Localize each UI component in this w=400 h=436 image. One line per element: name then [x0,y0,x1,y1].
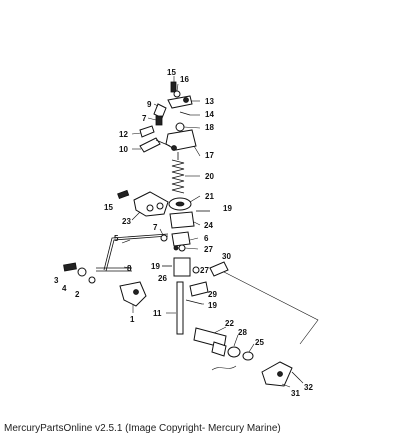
left-bracket-assembly [117,189,169,217]
callout-labels: 15 16 13 14 9 7 18 12 10 17 20 21 15 19 … [54,68,313,398]
bracket-23 [133,191,169,217]
callout-28: 28 [238,328,247,337]
callout-7-lower: 7 [153,223,158,232]
callout-8: 8 [127,264,132,273]
copyright-footer: MercuryPartsOnline v2.5.1 (Image Copyrig… [4,423,281,434]
screw-3 [63,262,77,272]
callout-15-left: 15 [104,203,113,212]
eye-29 [189,281,209,297]
spring-20 [171,159,185,194]
callout-19-lower: 19 [208,301,217,310]
callout-10: 10 [119,145,128,154]
callout-24: 24 [204,221,213,230]
callout-14: 14 [205,110,214,119]
lower-right-assembly [193,271,319,387]
nut-16 [173,90,181,98]
dashed-guide [223,271,319,345]
fitting-30 [209,261,229,277]
callout-19-upper: 19 [223,204,232,213]
block-26 [173,257,191,277]
callout-6: 6 [204,234,209,243]
lever-31 [261,361,293,387]
callout-21: 21 [205,192,214,201]
callout-5: 5 [114,234,119,243]
top-bracket-assembly [139,81,197,153]
pin-14 [179,111,191,116]
callout-15: 15 [167,68,176,77]
callout-25: 25 [255,338,264,347]
callout-11: 11 [153,309,162,318]
callout-23: 23 [122,217,131,226]
link-12 [139,125,155,138]
pin-19-lower [185,299,203,305]
callout-9: 9 [147,100,152,109]
callout-13: 13 [205,97,214,106]
block-24 [169,211,195,229]
bushing-6 [171,231,191,247]
spring-assembly [168,152,210,229]
callout-17: 17 [205,151,214,160]
callout-27-lower: 27 [200,266,209,275]
callout-4: 4 [62,284,67,293]
washer-27-upper [178,244,186,252]
washer-18 [175,122,185,132]
callout-19-middle: 19 [151,262,160,271]
rod-11 [176,281,184,335]
callout-20: 20 [205,172,214,181]
callout-29: 29 [208,290,217,299]
callout-2: 2 [75,290,80,299]
bolt-7 [155,115,163,126]
callout-27-upper: 27 [204,245,213,254]
vertical-rod-assembly [162,257,229,335]
leader-lines [121,76,304,388]
lower-left-assembly [63,262,147,307]
callout-31: 31 [291,389,300,398]
link-10 [139,137,161,153]
callout-18: 18 [205,123,214,132]
callout-12: 12 [119,130,128,139]
washer-4 [77,267,87,277]
callout-22: 22 [225,319,234,328]
callout-26: 26 [158,274,167,283]
callout-32: 32 [304,383,313,392]
screw-15-top [170,81,177,93]
rod-5 [103,233,169,271]
nut-2 [88,276,96,284]
lever-13 [167,95,193,109]
clip [211,365,237,371]
exploded-parts-diagram: 15 16 13 14 9 7 18 12 10 17 20 21 15 19 … [54,68,319,398]
washer-7-lower [160,234,168,242]
callout-7: 7 [142,114,147,123]
bushing-28 [227,346,241,358]
callout-1: 1 [130,315,135,324]
bracket-17 [165,129,197,151]
callout-16: 16 [180,75,189,84]
pin-32 [291,371,301,381]
lever-1 [119,281,147,307]
washer-25 [242,351,254,361]
screw-15-left [117,189,130,200]
callout-30: 30 [222,252,231,261]
callout-3: 3 [54,276,59,285]
washer-27-lower [192,266,200,274]
linkage-rod-assembly [103,231,191,272]
